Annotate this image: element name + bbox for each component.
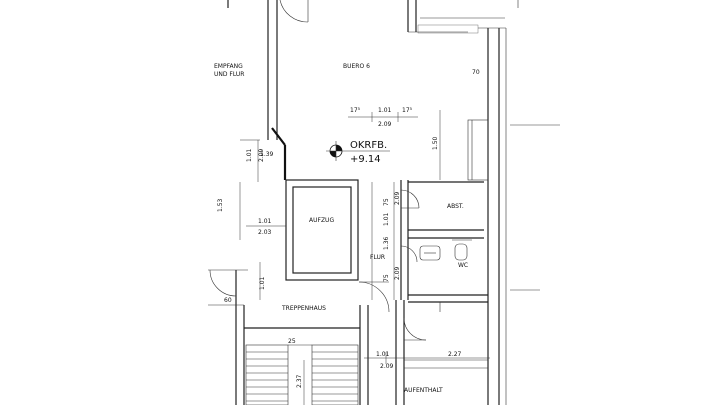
dim-1-50: 1.50 [432, 136, 439, 150]
room-empfang-line1: EMPFANG [214, 63, 243, 70]
dim-2-27: 2.27 [448, 351, 462, 358]
level-marker: OKRFB. +9.14 [326, 140, 390, 165]
room-abst: ABST. [447, 203, 464, 210]
level-value: +9.14 [350, 154, 381, 165]
dim-2-09-c: 2.09 [394, 191, 401, 205]
room-buero: BUERO 6 [343, 63, 370, 70]
dim-70: 70 [472, 69, 480, 76]
dim-17-5-a: 17⁵ [350, 107, 361, 114]
dim-1-01-a: 1.01 [378, 107, 392, 114]
room-aufenthalt: AUFENTHALT [404, 387, 443, 394]
dim-1-39: 1.39 [260, 151, 274, 158]
dim-75-b: 75 [383, 274, 390, 282]
dim-2-09-e: 2.09 [380, 363, 394, 370]
dim-1-01-b: 1.01 [246, 148, 253, 162]
dim-1-36: 1.36 [383, 236, 390, 250]
dim-1-01-f: 1.01 [376, 351, 390, 358]
room-empfang-line2: UND FLUR [214, 71, 244, 78]
dim-1-01-c: 1.01 [258, 218, 272, 225]
dim-2-09-d: 2.09 [394, 266, 401, 280]
dimension-texts: 70 17⁵ 1.01 17⁵ 2.09 1.50 1.01 1.39 2.09… [217, 69, 480, 388]
dim-1-01-e: 1.01 [259, 276, 266, 290]
room-flur: FLUR [370, 254, 385, 261]
dim-75-a: 75 [383, 198, 390, 206]
room-treppenhaus: TREPPENHAUS [281, 305, 326, 312]
dimension-lines [239, 110, 490, 405]
room-wc: WC [458, 262, 468, 269]
dim-2-09-a: 2.09 [378, 121, 392, 128]
room-labels: EMPFANG UND FLUR BUERO 6 AUFZUG ABST. FL… [214, 63, 468, 394]
dim-2-03: 2.03 [258, 229, 272, 236]
room-aufzug: AUFZUG [309, 217, 334, 224]
dim-17-5-b: 17⁵ [402, 107, 413, 114]
dim-60: 60 [224, 297, 232, 304]
dim-2-09-b: 2.09 [258, 148, 265, 162]
dim-1-01-d: 1.01 [383, 212, 390, 226]
wc-fixtures [419, 239, 472, 261]
level-label: OKRFB. [350, 140, 387, 151]
stairs [245, 344, 359, 405]
walls [208, 0, 560, 405]
dim-25: 25 [288, 338, 296, 345]
dim-2-37: 2.37 [296, 374, 303, 388]
doors [209, 189, 427, 341]
dim-1-53: 1.53 [217, 198, 224, 212]
